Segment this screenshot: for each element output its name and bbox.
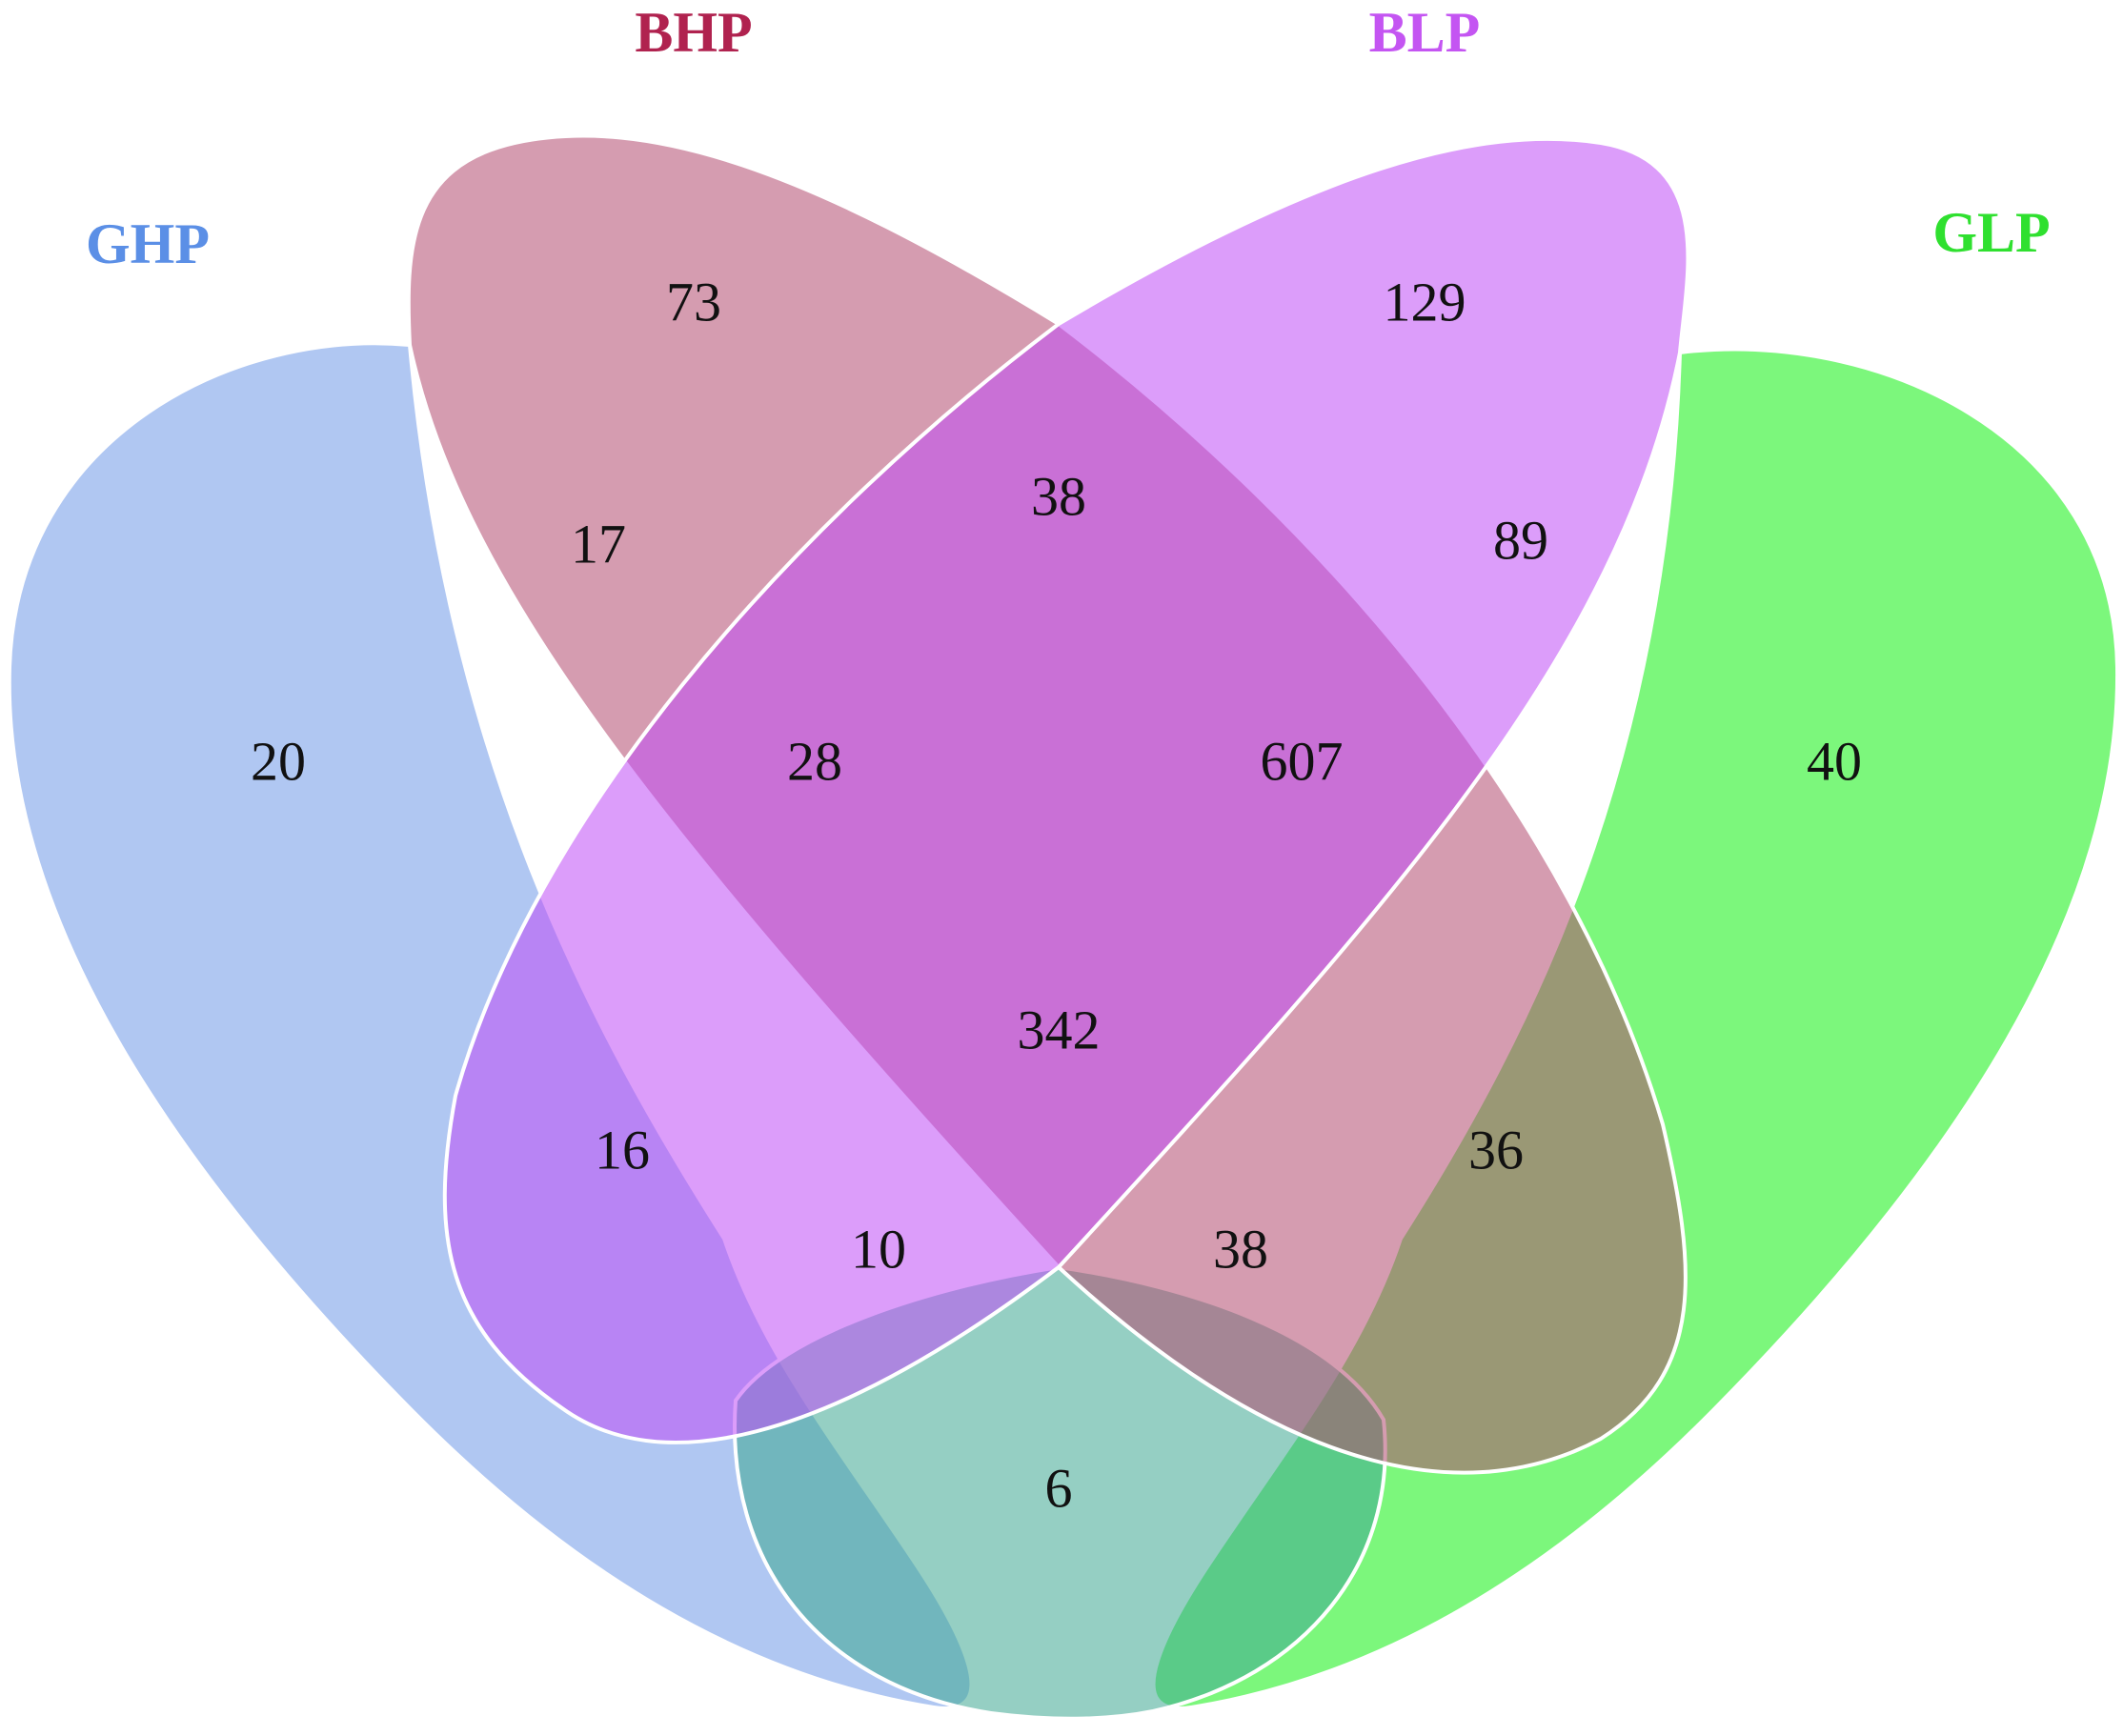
region-count-blp: 129	[1384, 271, 1466, 333]
region-count-bhp-blp-glp: 607	[1261, 730, 1344, 792]
region-count-ghp-bhp-blp: 28	[787, 730, 842, 792]
region-count-ghp-bhp-blp-glp: 342	[1018, 999, 1101, 1060]
region-count-blp-glp: 89	[1493, 509, 1548, 571]
region-count-ghp-blp-glp: 10	[851, 1218, 906, 1280]
region-count-ghp: 20	[251, 730, 306, 792]
set-label-ghp: GHP	[86, 212, 210, 275]
region-count-bhp-blp: 38	[1031, 465, 1086, 527]
region-count-ghp-bhp-glp: 38	[1213, 1218, 1268, 1280]
region-counts: 20 73 129 40 17 38 89 28 607 342 16 36 10 38 6	[251, 271, 1862, 1519]
set-label-glp: GLP	[1932, 201, 2050, 264]
set-shape-blp	[442, 136, 1690, 1444]
set-label-blp: BLP	[1369, 1, 1481, 64]
region-count-bhp-glp: 36	[1468, 1119, 1524, 1181]
region-count-glp: 40	[1807, 730, 1862, 792]
region-count-ghp-blp: 16	[595, 1119, 650, 1181]
set-shapes	[7, 133, 2120, 1721]
region-count-ghp-glp: 6	[1045, 1457, 1073, 1519]
set-label-bhp: BHP	[635, 1, 752, 64]
region-count-ghp-bhp: 17	[571, 513, 626, 575]
region-count-bhp: 73	[666, 271, 721, 333]
set-labels: GHP BHP BLP GLP	[86, 1, 2051, 275]
